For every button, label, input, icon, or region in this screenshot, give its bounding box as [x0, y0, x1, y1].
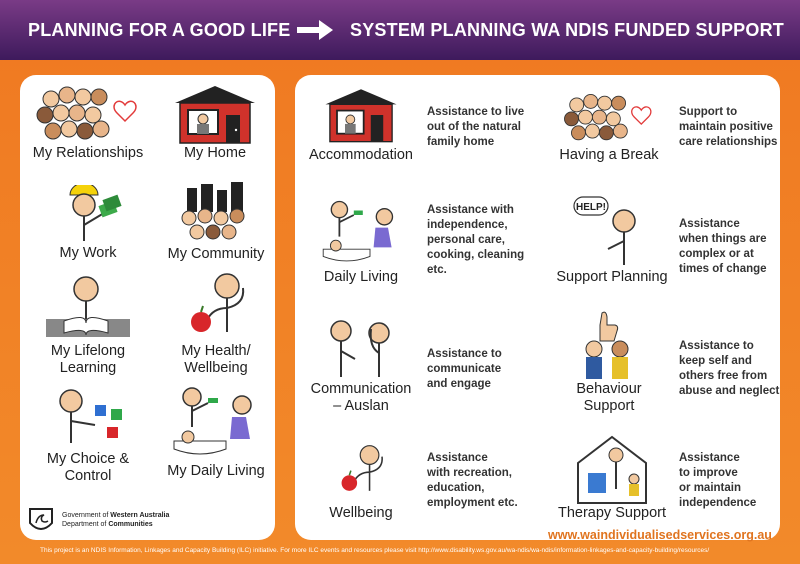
life-area-label-line2: Wellbeing [184, 360, 248, 376]
life-area-home: My Home [160, 83, 270, 162]
life-area-label-line2: Learning [59, 360, 117, 376]
apple-strong-icon [191, 273, 245, 332]
life-area-learning: My Lifelong Learning [28, 273, 148, 377]
service-label: Support Planning [556, 269, 668, 285]
crowd-heart-icon [36, 86, 137, 140]
life-area-label: My Health/ [181, 343, 251, 359]
community-icon [181, 182, 244, 240]
life-area-label: My Home [183, 145, 247, 161]
house-icon [175, 86, 255, 144]
reading-icon [46, 276, 130, 337]
service-communication: Communication – Auslan [301, 317, 421, 415]
website-link[interactable]: www.waindividualisedservices.org.au [548, 528, 772, 542]
life-area-label: My Choice & [46, 451, 130, 467]
left-title: PLANNING FOR A GOOD LIFE [28, 20, 291, 40]
therapy-house-icon [577, 435, 647, 504]
service-label: Having a Break [559, 147, 659, 163]
thumbs-up-people-icon [585, 311, 629, 379]
choice-icon [59, 389, 122, 443]
help-person-icon: HELP! [573, 196, 636, 265]
house-icon [325, 89, 397, 143]
service-accommodation: Accommodation [301, 83, 421, 164]
life-area-choice: My Choice & Control [28, 385, 148, 485]
service-daily-living: Daily Living [301, 197, 421, 286]
service-label: Behaviour [576, 381, 642, 397]
service-label: Communication [310, 381, 412, 397]
service-support-planning: HELP! Support Planning [545, 195, 679, 286]
life-area-daily-living: My Daily Living [160, 383, 272, 480]
service-label: Accommodation [309, 147, 413, 163]
service-label-line2: Support [583, 398, 635, 414]
service-having-a-break: Having a Break [545, 89, 673, 164]
life-area-health: My Health/ Wellbeing [160, 270, 272, 377]
life-area-community: My Community [160, 180, 272, 263]
sign-language-icon [330, 320, 390, 377]
arrow-right-icon [297, 20, 333, 40]
swan-crest-icon [29, 508, 53, 530]
service-behaviour-support: Behaviour Support [545, 309, 673, 415]
daily-living-icon [173, 387, 252, 455]
footer-note: This project is an NDIS Information, Lin… [40, 547, 710, 554]
daily-living-icon [322, 200, 394, 262]
apple-strong-icon [341, 445, 383, 491]
life-area-relationships: My Relationships [28, 83, 148, 162]
life-area-label: My Relationships [32, 145, 144, 161]
government-logo: Government of Western Australia Departme… [26, 505, 169, 535]
life-area-work: My Work [28, 185, 148, 262]
life-areas-panel: My Relationships My Home My Work [20, 75, 275, 540]
life-area-label: My Lifelong [50, 343, 126, 359]
service-therapy-support: Therapy Support [545, 433, 679, 522]
service-label: Daily Living [323, 269, 399, 285]
service-label-line2: – Auslan [333, 398, 389, 414]
life-area-label: My Work [59, 245, 117, 261]
crowd-heart-icon [564, 93, 652, 141]
worker-money-icon [69, 185, 122, 241]
header-banner: PLANNING FOR A GOOD LIFE SYSTEM PLANNING… [0, 0, 800, 60]
government-text: Government of Western Australia Departme… [62, 512, 170, 528]
service-label: Therapy Support [557, 505, 666, 521]
service-wellbeing: Wellbeing [301, 437, 421, 522]
service-label: Wellbeing [329, 505, 393, 521]
svg-text:HELP!: HELP! [576, 202, 606, 213]
life-area-label: My Community [167, 246, 265, 262]
right-title: SYSTEM PLANNING WA NDIS FUNDED SUPPORT [350, 20, 784, 40]
life-area-label: My Daily Living [167, 463, 265, 479]
life-area-label-line2: Control [64, 468, 112, 484]
